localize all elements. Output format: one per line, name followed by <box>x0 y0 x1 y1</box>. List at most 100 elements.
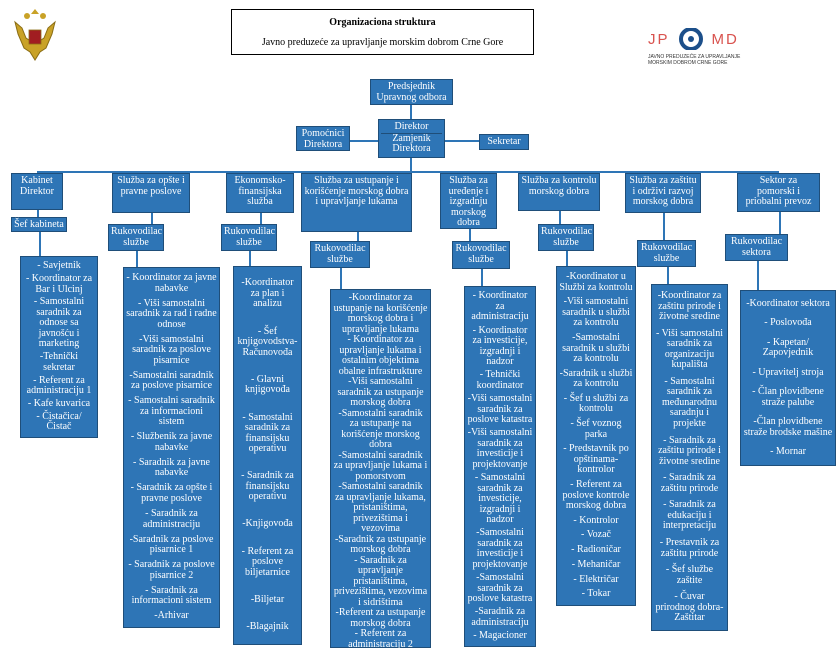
rukovodilac-box: Rukovodilac sektora <box>725 234 788 261</box>
position-item: - Samostalni saradnik za međunarodnu sar… <box>662 375 717 429</box>
position-item: - Koordinator za investicije, izgradnji … <box>472 324 528 368</box>
position-item: -Koordinator za plan i analizu <box>241 277 294 310</box>
position-list: -Koordinator za zaštitu prirode i životn… <box>651 284 728 631</box>
position-item: - Prestavnik za zaštitu prirode <box>659 537 720 559</box>
position-item: -Viši samostalni saradnik u službi za ko… <box>562 296 630 329</box>
position-item: - Kafe kuvarica <box>27 397 91 409</box>
position-item: - Vozač <box>581 529 611 541</box>
rukovodilac-box: Rukovodilac službe <box>310 241 370 268</box>
pomocnici-box: Pomoćnici Direktora <box>296 126 350 151</box>
position-item: - Radioničar <box>571 544 621 556</box>
connector <box>445 140 479 142</box>
position-item: -Samostalni saradnik za poslove katastra <box>467 572 533 605</box>
rukovodilac-box: Rukovodilac službe <box>637 240 696 267</box>
connector <box>37 210 39 217</box>
jpmd-logo: JP MD JAVNO PREDUZEĆE ZA UPRAVLJANJE MOR… <box>648 28 778 74</box>
position-list: -Koordinator za ustupanje na korišćenje … <box>330 289 431 650</box>
position-item: - Koordinator za Bar i Ulcinj <box>25 273 93 295</box>
position-item: -Koordinator sektora <box>746 297 830 309</box>
position-item: - Čuvar prirodnog dobra-Zaštitar <box>655 591 724 624</box>
position-list: - Koordinator za javne nabavke - Viši sam… <box>123 267 220 628</box>
position-item: -Viši samostalni saradnik za investicije… <box>467 427 533 470</box>
rukovodilac-box: Rukovodilac službe <box>108 224 164 251</box>
position-item: -Knjigovođa <box>242 518 293 530</box>
connector <box>469 229 471 241</box>
position-item: - Saradnik za administraciju <box>142 508 201 530</box>
department-head-box: Služba za kontrolu morskog dobra <box>518 173 600 211</box>
connector <box>136 251 138 267</box>
position-item: - Čistačica/ Čistač <box>36 410 82 433</box>
connector <box>249 251 251 266</box>
position-item: - Saradnik za poslove pisarnice 2 <box>128 559 215 581</box>
position-item: - Referent za administraciju 1 <box>26 374 92 397</box>
connector <box>559 211 561 224</box>
position-list: -Koordinator sektora - Poslovođa - Kapetan… <box>740 290 836 466</box>
direktor-label: Direktor <box>381 121 442 134</box>
rukovodilac-box: Šef kabineta <box>11 217 67 232</box>
position-item: -Koordinator za ustupanje na korišćenje … <box>333 292 428 335</box>
department-head-box: Služba za uređenje i izgradnju morskog d… <box>440 173 497 229</box>
title-box: Organizaciona struktura Javno preduzeće … <box>231 9 534 55</box>
position-list: -Koordinator u Službi za kontrolu -Viši s… <box>556 266 636 606</box>
position-item: -Viši samostalni saradnik za ustupanje m… <box>337 376 424 408</box>
position-item: - Poslovođa <box>764 317 812 328</box>
position-item: - Šef u službi za kontrolu <box>563 392 629 415</box>
connector <box>340 268 342 289</box>
position-item: - Saradnik za opšte i pravne poslove <box>130 482 213 504</box>
position-item: - Referent za administraciju 2 <box>348 628 413 650</box>
position-item: - Magacioner <box>473 630 527 642</box>
position-item: - Samostalni saradnik za odnose sa javno… <box>33 296 85 350</box>
position-item: - Električar <box>573 573 619 585</box>
position-item: -Biljetar <box>250 593 285 605</box>
rukovodilac-box: Rukovodilac službe <box>452 241 510 269</box>
position-item: -Samostalni saradnik u službi za kontrol… <box>562 332 630 364</box>
position-item: - Saradnik za javne nabavke <box>133 456 210 479</box>
position-item: - Savjetnik <box>37 260 81 272</box>
position-item: - Samostalni saradnik za finansijsku ope… <box>242 411 293 455</box>
position-item: - Viši samostalni saradnik za rad i radn… <box>126 297 217 330</box>
position-item: -Saradnik u službi za kontrolu <box>559 367 633 390</box>
connector <box>410 158 412 172</box>
connector <box>350 140 378 142</box>
connector <box>410 104 412 120</box>
chart-subtitle: Javno preduzeće za upravljanje morskim d… <box>261 37 504 48</box>
crest-logo <box>12 8 58 64</box>
connector <box>260 213 262 224</box>
position-item: - Saradnik za upravljanje pristaništima,… <box>333 554 428 608</box>
position-item: -Samostalni saradnik za upravljanje luka… <box>335 481 426 534</box>
position-item: -Koordinator u Službi za kontrolu <box>559 271 633 293</box>
department-head-box: Služba za opšte i pravne poslove <box>112 173 190 213</box>
position-item: -Samostalni saradnik za poslove pisarnic… <box>129 369 214 392</box>
position-item: - Koordinator za administraciju <box>471 290 529 323</box>
position-item: - Šef službe zaštite <box>665 564 714 586</box>
position-item: - Koordinator za javne nabavke <box>126 272 217 294</box>
position-item: - Tokar <box>581 588 611 600</box>
position-item: -Viši samostalni saradnik za poslove pis… <box>132 333 211 366</box>
department-head-box: Ekonomsko-finansijska služba <box>226 173 294 213</box>
connector <box>566 251 568 266</box>
position-list: -Koordinator za plan i analizu- Šef knji… <box>233 266 302 645</box>
position-item: - Koordinator za upravljanje lukama i os… <box>338 334 423 377</box>
department-head-box: Sektor za pomorski i priobalni prevoz <box>737 173 820 212</box>
position-item: - Referent za poslove kontrole morskog d… <box>562 479 630 512</box>
position-item: - Saradnik za edukaciju i interpretaciju <box>662 499 717 532</box>
position-item: -Saradnik za administraciju <box>471 606 529 628</box>
connector <box>667 267 669 284</box>
chart-title: Organizaciona struktura <box>329 17 436 28</box>
position-item: - Saradnik za finansijsku operativu <box>241 470 294 503</box>
position-item: -Član plovidbene straže brodske mašine <box>743 416 833 438</box>
wave-icon <box>678 28 703 50</box>
connector <box>37 171 779 173</box>
position-item: - Mehaničar <box>571 558 621 570</box>
position-item: -Samostalni saradnik za investicije i pr… <box>472 527 528 570</box>
position-item: - Šef voznog parka <box>570 418 622 440</box>
department-head-box: Kabinet Direktor <box>11 173 63 210</box>
position-item: - Upravitelj stroja <box>752 366 824 378</box>
position-list: - Koordinator za administraciju- Koordin… <box>464 286 536 647</box>
position-item: -Koordinator za zaštitu prirode i životn… <box>657 290 722 323</box>
position-item: - Referent za poslove biljetarnice <box>241 545 294 578</box>
position-item: - Kontrolor <box>573 514 619 526</box>
position-item: - Kapetan/ Zapovjednik <box>762 336 814 358</box>
position-list: - Savjetnik- Koordinator za Bar i Ulcinj… <box>20 256 98 438</box>
position-item: - Saradnik za zaštitu prirode <box>660 472 719 494</box>
